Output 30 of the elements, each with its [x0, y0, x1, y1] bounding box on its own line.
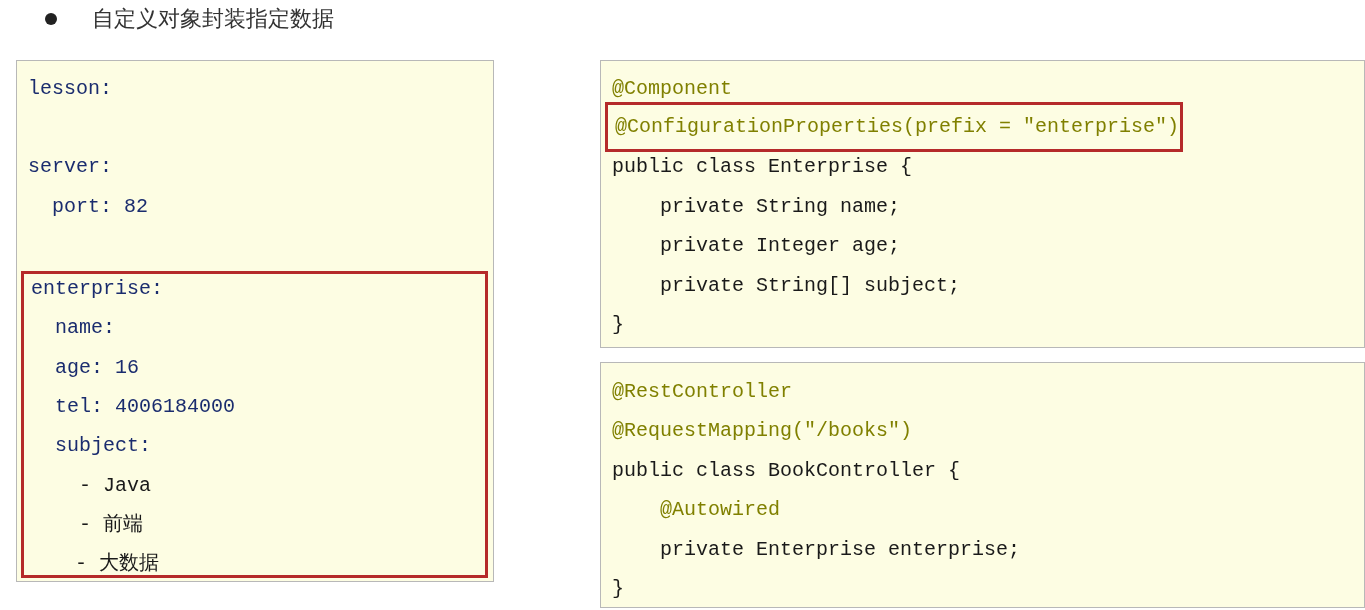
code-line: @ConfigurationProperties(prefix = "enterprise") — [615, 115, 1180, 139]
code-line: } — [612, 313, 624, 337]
code-line: public class BookController { — [612, 459, 961, 483]
code-line: private Enterprise enterprise; — [660, 538, 1021, 562]
code-line: enterprise: — [31, 277, 164, 301]
code-line: - Java — [79, 474, 151, 498]
code-line: private String name; — [660, 195, 901, 219]
code-line: subject: — [55, 434, 151, 458]
code-line: private Integer age; — [660, 234, 901, 258]
code-line: - 前端 — [79, 513, 143, 537]
code-line: - 大数据 — [75, 552, 159, 576]
highlight-box — [605, 102, 1183, 152]
code-panel — [600, 60, 1365, 348]
code-line: name: — [55, 316, 115, 340]
code-panel — [600, 362, 1365, 608]
code-line: port: 82 — [52, 195, 148, 219]
code-line: @Component — [612, 77, 733, 101]
code-line: private String[] subject; — [660, 274, 961, 298]
code-line: @RestController — [612, 380, 793, 404]
slide-title: 自定义对象封装指定数据 — [92, 5, 334, 33]
code-line: tel: 4006184000 — [55, 395, 236, 419]
code-panel — [16, 60, 494, 582]
code-line: server: — [28, 155, 112, 179]
code-line: @Autowired — [660, 498, 781, 522]
code-line: @RequestMapping("/books") — [612, 419, 913, 443]
code-line: } — [612, 577, 624, 601]
code-line: public class Enterprise { — [612, 155, 913, 179]
code-line: age: 16 — [55, 356, 139, 380]
highlight-box — [21, 271, 488, 578]
code-line: lesson: — [28, 77, 112, 101]
